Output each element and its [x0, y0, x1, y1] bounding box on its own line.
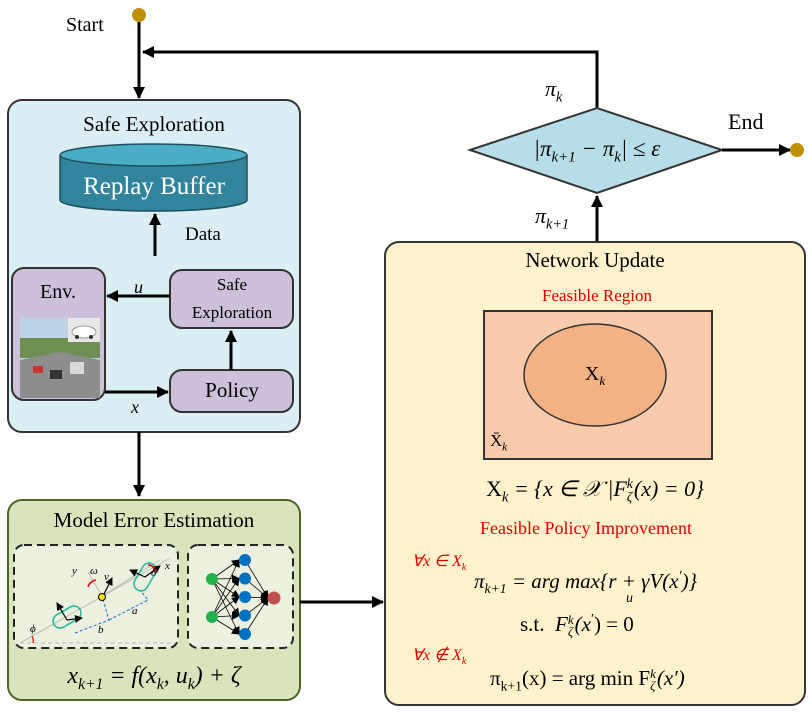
vehicle-y-label: y [72, 565, 77, 577]
model-error-title: Model Error Estimation [53, 508, 255, 532]
vehicle-x-label: x [165, 560, 170, 572]
nn-hidden-node [239, 628, 251, 640]
argmax-subscript-u: u [626, 591, 633, 606]
infeasible-set-label: X̄k [490, 431, 508, 454]
vehicle-v-label: v [104, 571, 109, 583]
autonomous-car-image [68, 318, 100, 342]
condition-not-feasible: ∀x ∉ Xk [412, 647, 467, 668]
condition-in-feasible: ∀x ∈ Xk [412, 553, 467, 574]
data-label: Data [185, 224, 221, 245]
nn-input-node [206, 573, 218, 585]
feasible-set-label: Xk [584, 363, 606, 388]
policy-improvement-title: Feasible Policy Improvement [480, 518, 692, 538]
nn-edge [211, 578, 240, 635]
nn-edge [211, 559, 240, 618]
feasible-region-title: Feasible Region [541, 286, 653, 305]
neural-network-sketch [206, 554, 281, 640]
env-road-image [20, 318, 100, 398]
max-policy-equation: πk+1 = arg max{r + γV(x′)} [474, 568, 697, 597]
vehicle-phi-label: ϕ [30, 623, 36, 635]
nn-hidden-node [239, 554, 251, 566]
bicycle-model-sketch [19, 557, 175, 644]
replay-buffer-cylinder [59, 143, 248, 212]
safe-exploration-title: Safe Exploration [83, 112, 225, 136]
end-dot [790, 143, 804, 157]
nn-output-node [267, 591, 281, 605]
nn-edge [244, 597, 269, 635]
network-update-title: Network Update [525, 248, 665, 272]
safe-exploration-box-line2: Exploration [191, 303, 273, 322]
update-policy-label: πk+1 [535, 203, 570, 233]
loop-back-arrow [142, 46, 599, 108]
u-label: u [134, 277, 143, 297]
end-label: End [728, 109, 764, 134]
start-dot [132, 8, 146, 22]
vehicle-b-label: b [98, 624, 104, 636]
safe-exploration-box-line1: Safe [216, 275, 248, 294]
nn-hidden-node [239, 591, 251, 603]
dynamics-equation: xk+1 = f(xk, uk) + ζ [67, 663, 241, 693]
policy-label: Policy [205, 378, 259, 402]
replay-buffer-label: Replay Buffer [83, 173, 225, 200]
loop-policy-label: πk [545, 76, 563, 106]
nn-input-node [206, 611, 218, 623]
x-label: x [131, 397, 139, 417]
nn-edge [211, 577, 240, 618]
feasible-set-ellipse [523, 323, 667, 427]
start-label: Start [66, 14, 104, 36]
nn-hidden-node [239, 572, 251, 585]
convergence-condition: |πk+1 − πk| ≤ ε [533, 136, 661, 166]
env-label: Env. [40, 281, 76, 303]
vehicle-delta-label: δ [151, 567, 157, 579]
nn-hidden-node [239, 609, 251, 622]
safe-exploration-box [169, 269, 294, 329]
vehicle-a-label: a [132, 605, 138, 617]
vehicle-omega-label: ω [90, 565, 98, 577]
